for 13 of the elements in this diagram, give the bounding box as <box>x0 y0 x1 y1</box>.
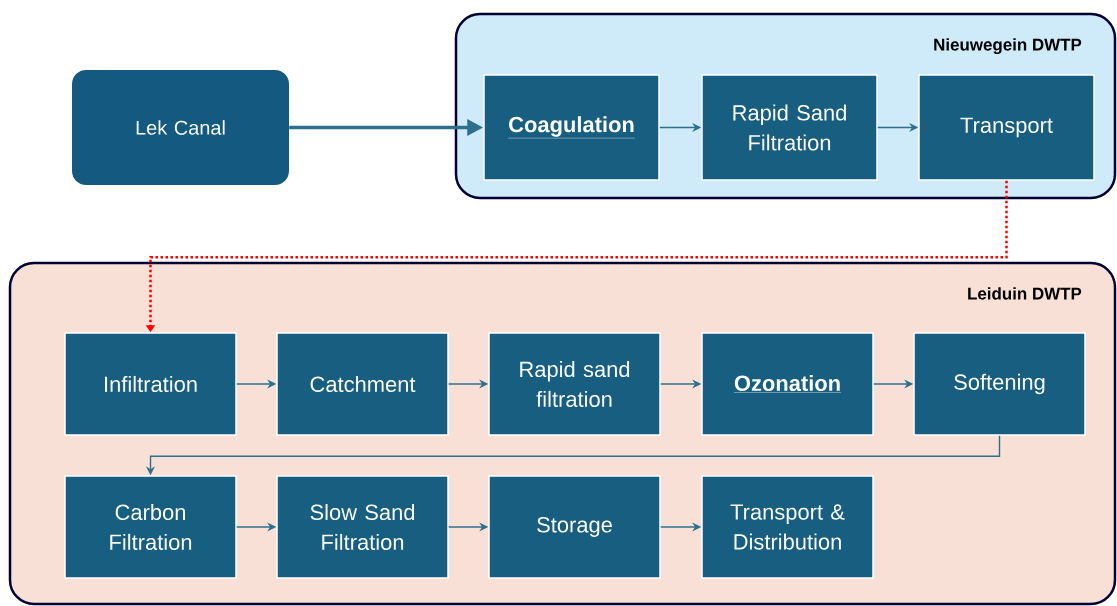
process-box: Carbon Filtration <box>64 475 237 579</box>
process-box: Storage <box>488 475 661 579</box>
process-box: Coagulation <box>483 74 660 181</box>
process-box: Catchment <box>276 332 449 436</box>
process-box: Transport <box>918 74 1095 181</box>
process-box: Rapid Sand Filtration <box>701 74 878 181</box>
process-box: Slow Sand Filtration <box>276 475 449 579</box>
process-box: Ozonation <box>701 332 874 436</box>
process-box: Rapid sand filtration <box>488 332 661 436</box>
process-box: Infiltration <box>64 332 237 436</box>
source-box: Lek Canal <box>72 70 289 185</box>
process-box: Softening <box>913 332 1086 436</box>
process-box: Transport & Distribution <box>701 475 874 579</box>
